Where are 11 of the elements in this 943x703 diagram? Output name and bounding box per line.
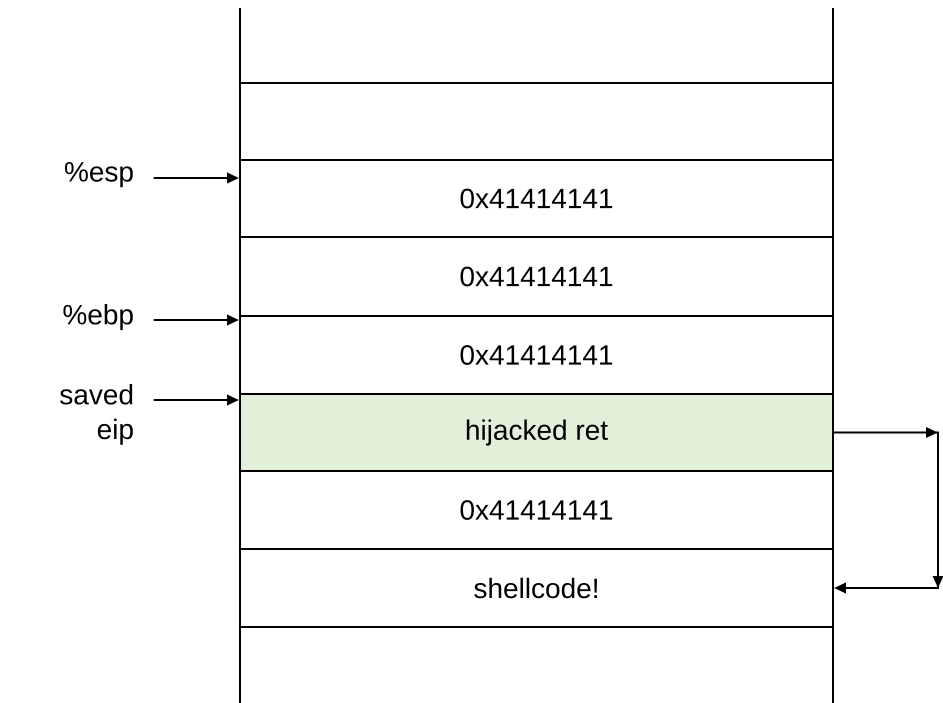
pointer-label: %ebp — [63, 304, 133, 330]
stack-cell: 0x41414141 — [239, 159, 834, 238]
stack-cell: shellcode! — [239, 548, 834, 628]
jump-arrow — [834, 427, 943, 594]
stack-cell: 0x41414141 — [239, 236, 834, 317]
pointer-label: saved eip — [60, 384, 133, 445]
pointer-label: %esp — [64, 162, 133, 188]
empty-stack-cell — [239, 82, 834, 161]
stack-cell: hijacked ret — [239, 393, 834, 472]
stack-cell: 0x41414141 — [239, 470, 834, 550]
stack-cell: 0x41414141 — [239, 315, 834, 395]
